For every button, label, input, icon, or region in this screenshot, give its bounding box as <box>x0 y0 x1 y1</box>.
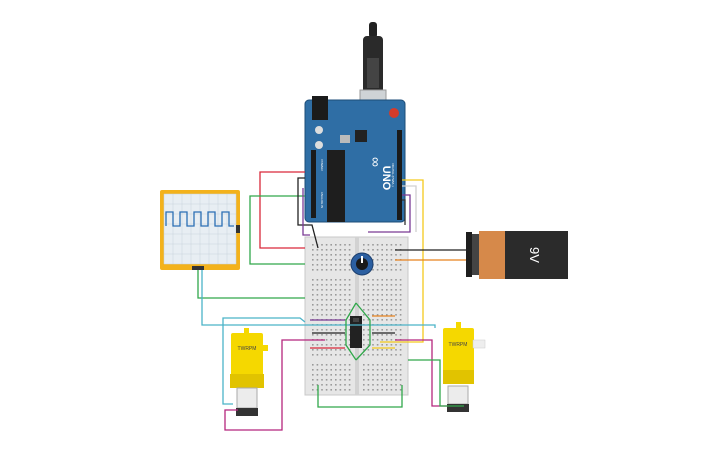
arduino-uno-board[interactable]: UNO ∞ DIGITAL (PWM~) ANALOG IN POWER <box>304 96 406 223</box>
battery-voltage-label: 9V <box>527 247 542 263</box>
power-header-label: POWER <box>320 159 324 171</box>
wire-black-arduino <box>297 177 319 249</box>
power-analog-header[interactable] <box>311 150 316 218</box>
wire-cyan-motor-left <box>222 317 306 405</box>
potentiometer-icon[interactable] <box>350 252 374 276</box>
wire-green-chip-left <box>345 302 357 361</box>
dc-motor-left[interactable]: TWRPM <box>230 328 268 416</box>
wire-purple-digital <box>368 194 411 233</box>
wire-green-motor-right <box>408 359 464 407</box>
digital-header[interactable] <box>397 130 402 220</box>
oscilloscope-waveform <box>165 211 234 227</box>
oscilloscope[interactable] <box>160 190 240 270</box>
arduino-logo: ∞ <box>368 157 384 167</box>
board-label: UNO <box>380 166 392 191</box>
wire-yellow-digital <box>380 179 424 343</box>
wire-black-digital <box>402 199 406 225</box>
wire-green-bottom-loop <box>317 385 403 408</box>
wire-green-arduino-gnd <box>249 195 305 265</box>
reset-button-icon[interactable] <box>389 108 399 118</box>
wire-white-digital <box>402 185 417 232</box>
analog-header-label: ANALOG IN <box>320 192 324 208</box>
wires[interactable] <box>197 171 471 431</box>
digital-header-label: DIGITAL (PWM~) <box>391 163 395 186</box>
wire-magenta-motor-left <box>224 339 325 431</box>
atmega-chip <box>327 150 345 222</box>
motor-left-label: TWRPM <box>238 346 257 352</box>
wire-black-battery <box>395 249 471 257</box>
breadboard-holes <box>312 244 402 391</box>
dc-motor-right[interactable]: TWRPM <box>443 322 486 412</box>
chip-icon[interactable] <box>350 316 362 348</box>
wire-purple-arduino <box>302 188 310 236</box>
wire-cyan-scope <box>201 270 436 328</box>
wire-green-chip-right <box>355 302 371 361</box>
wire-green-scope <box>197 270 305 299</box>
motor-right-label: TWRPM <box>449 342 468 348</box>
wire-red-arduino-5v <box>259 171 305 249</box>
battery-9v[interactable]: 9V <box>466 231 568 279</box>
